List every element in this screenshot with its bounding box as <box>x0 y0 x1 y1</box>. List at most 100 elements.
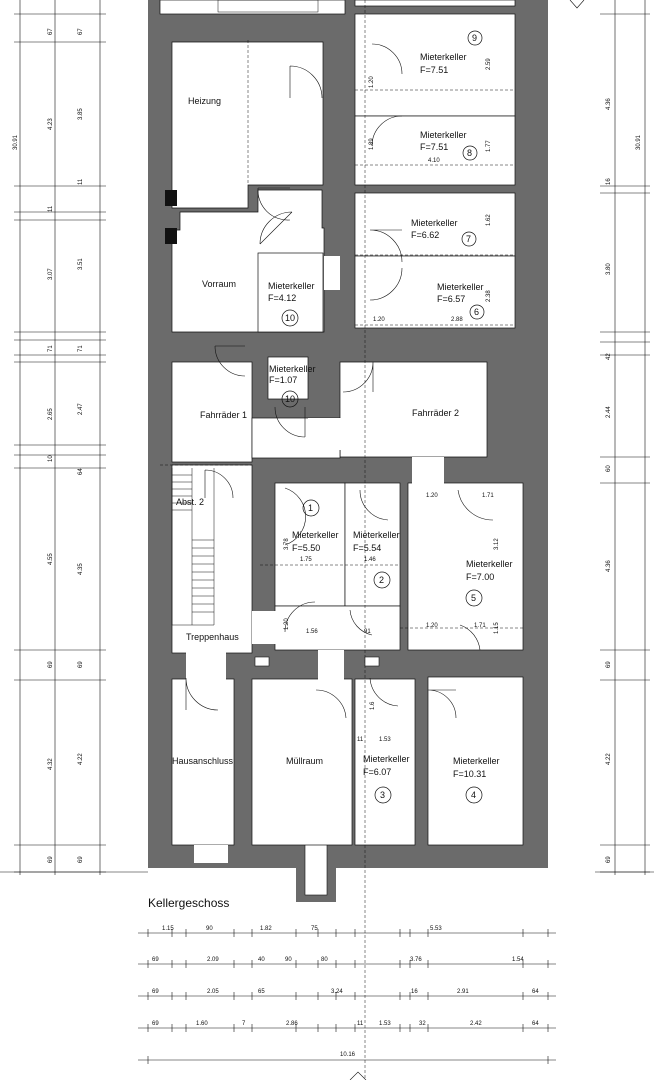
left-dimension-labels: 30.91 67 4.23 11 3.07 71 2.65 10 4.55 69… <box>13 28 84 863</box>
dim-171b: 1.71 <box>474 623 486 629</box>
label-hausanschluss: Hausanschluss <box>172 756 234 766</box>
label-mk8-num: 8 <box>467 148 472 158</box>
left-inner-3: 3.51 <box>78 258 84 270</box>
label-mk6-name: Mieterkeller <box>437 282 484 292</box>
label-mk10b-name: Mieterkeller <box>269 364 316 374</box>
label-mk3-name: Mieterkeller <box>363 754 410 764</box>
label-mk10a-area: F=4.12 <box>268 293 296 303</box>
room-mk8 <box>354 115 516 186</box>
room-mk7 <box>354 192 516 257</box>
bottom-row2-1: 2.09 <box>207 957 219 963</box>
label-mk5-area: F=7.00 <box>466 572 494 582</box>
bottom-row3-6: 64 <box>532 989 539 995</box>
left-outer-4: 71 <box>48 345 54 352</box>
label-mk7-name: Mieterkeller <box>411 218 458 228</box>
interior-dimensions: 1.20 2.59 4.10 1.77 1.89 1.62 1.20 2.88 … <box>284 58 500 743</box>
label-treppenhaus: Treppenhaus <box>186 632 239 642</box>
left-inner-7: 4.35 <box>78 563 84 575</box>
dim-1b: 1.6 <box>370 701 376 710</box>
label-mk2-area: F=5.54 <box>353 543 381 553</box>
label-mk3-area: F=6.07 <box>363 767 391 777</box>
bottom-row4-2: 7 <box>242 1021 246 1027</box>
label-mk8-area: F=7.51 <box>420 142 448 152</box>
top-left-room <box>159 0 346 15</box>
room-mk5 <box>407 482 524 651</box>
label-mk2-num: 2 <box>379 575 384 585</box>
bottom-row3-5: 2.91 <box>457 989 469 995</box>
left-dimension-chains <box>0 0 148 875</box>
label-fahrraeder2: Fahrräder 2 <box>412 408 459 418</box>
room-heizung <box>171 41 324 209</box>
right-outer-9: 69 <box>606 856 612 863</box>
label-mk9-area: F=7.51 <box>420 65 448 75</box>
bottom-dimension-lines <box>138 929 556 1064</box>
left-inner-5: 2.47 <box>78 403 84 415</box>
right-dimension-labels: 30.91 4.36 16 3.80 42 2.44 60 4.36 69 4.… <box>606 98 642 863</box>
dim-162: 1.62 <box>486 214 492 226</box>
room-mk10b <box>267 356 309 400</box>
right-outer-0: 4.36 <box>606 98 612 110</box>
room-muellraum <box>251 678 353 846</box>
label-mk9-name: Mieterkeller <box>420 52 467 62</box>
label-vorraum: Vorraum <box>202 279 236 289</box>
left-outer-2: 11 <box>48 205 54 212</box>
bottom-row3-1: 2.05 <box>207 989 219 995</box>
right-outer-8: 4.22 <box>606 753 612 765</box>
dim-378: 3.78 <box>284 538 290 550</box>
right-total: 30.91 <box>636 134 642 150</box>
bottom-row1-2: 1.82 <box>260 926 272 932</box>
bottom-row4-1: 1.60 <box>196 1021 208 1027</box>
bottom-row2-0: 69 <box>152 957 159 963</box>
dim-312: 3.12 <box>494 538 500 550</box>
bottom-row2-4: 80 <box>321 957 328 963</box>
bottom-row1-3: 75 <box>311 926 318 932</box>
label-mk1-name: Mieterkeller <box>292 530 339 540</box>
dim-11: 11 <box>357 737 364 743</box>
stairs <box>171 0 319 626</box>
label-mk1-num: 1 <box>308 503 313 513</box>
plan-title: Kellergeschoss <box>148 896 229 910</box>
label-mk4-name: Mieterkeller <box>453 756 500 766</box>
bottom-row2-3: 90 <box>285 957 292 963</box>
dim-171a: 1.71 <box>482 493 494 499</box>
label-mk10b-num: 10 <box>285 394 295 404</box>
bottom-row4-5: 1.53 <box>379 1021 391 1027</box>
label-mk10a-num: 10 <box>285 313 295 323</box>
label-mk10b-area: F=1.07 <box>269 375 297 385</box>
dim-288: 2.88 <box>451 317 463 323</box>
label-muellraum: Müllraum <box>286 756 323 766</box>
dim-120c: 1.20 <box>284 618 290 630</box>
dim-91: 91 <box>364 629 371 635</box>
right-outer-1: 16 <box>606 178 612 185</box>
label-heizung: Heizung <box>188 96 221 106</box>
dim-189: 1.89 <box>369 138 375 150</box>
left-inner-0: 67 <box>78 28 84 35</box>
dim-156: 1.56 <box>306 629 318 635</box>
left-outer-7: 4.55 <box>48 553 54 565</box>
label-mk7-area: F=6.62 <box>411 230 439 240</box>
label-mk10a-name: Mieterkeller <box>268 281 315 291</box>
label-mk1-area: F=5.50 <box>292 543 320 553</box>
room-mk6 <box>354 255 516 329</box>
bottom-row4-8: 64 <box>532 1021 539 1027</box>
label-mk4-num: 4 <box>471 790 476 800</box>
room-labels: Heizung Vorraum Fahrräder 1 Fahrräder 2 … <box>172 30 513 804</box>
label-mk5-name: Mieterkeller <box>466 559 513 569</box>
room-mk4 <box>427 676 524 846</box>
left-outer-6: 10 <box>48 455 54 462</box>
top-right-room <box>354 0 516 7</box>
bottom-row1-0: 1.15 <box>162 926 174 932</box>
left-outer-3: 3.07 <box>48 268 54 280</box>
right-outer-5: 60 <box>606 465 612 472</box>
left-inner-4: 71 <box>78 345 84 352</box>
bottom-row3-3: 3.24 <box>331 989 343 995</box>
label-mk3-num: 3 <box>380 790 385 800</box>
dim-177: 1.77 <box>486 140 492 152</box>
bottom-row4-7: 2.42 <box>470 1021 482 1027</box>
bottom-row2-6: 1.54 <box>512 957 524 963</box>
label-mk6-num: 6 <box>474 307 479 317</box>
dim-410: 4.10 <box>428 158 440 164</box>
left-outer-9: 4.32 <box>48 758 54 770</box>
right-outer-7: 69 <box>606 661 612 668</box>
